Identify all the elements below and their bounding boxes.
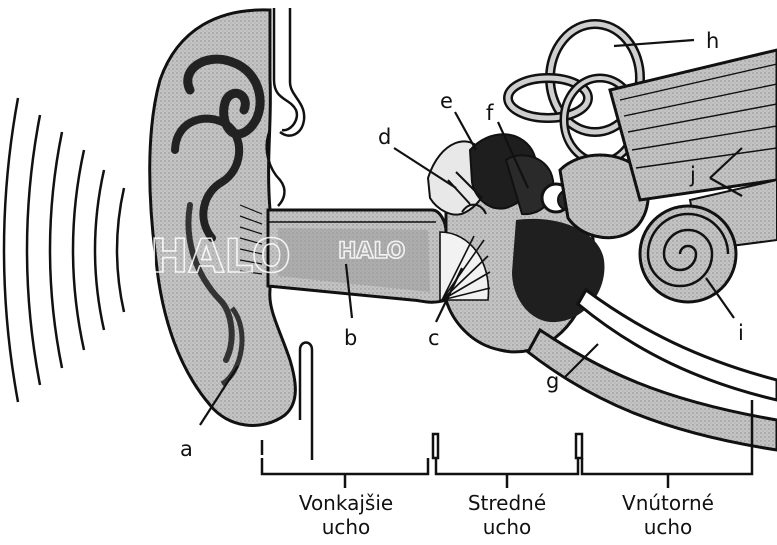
label-c: c	[428, 326, 440, 350]
label-d: d	[378, 125, 391, 149]
label-a: a	[180, 437, 193, 461]
label-f: f	[486, 101, 494, 125]
section-inner-line1: Vnútorné	[622, 491, 714, 515]
label-j: j	[689, 163, 696, 187]
sound-waves	[4, 98, 124, 402]
section-middle-line1: Stredné	[468, 491, 546, 515]
label-h: h	[706, 29, 719, 53]
section-labels: Vonkajšie ucho Stredné ucho Vnútorné uch…	[299, 491, 714, 539]
label-e: e	[440, 89, 453, 113]
label-b: b	[344, 326, 357, 350]
watermark-large: HALO	[150, 229, 291, 283]
section-outer-line2: ucho	[322, 515, 371, 539]
label-i: i	[738, 321, 744, 345]
section-outer-line1: Vonkajšie	[299, 491, 393, 515]
section-middle-line2: ucho	[483, 515, 532, 539]
watermark-small: HALO	[338, 239, 405, 264]
section-inner-line2: ucho	[644, 515, 693, 539]
label-g: g	[546, 369, 559, 393]
